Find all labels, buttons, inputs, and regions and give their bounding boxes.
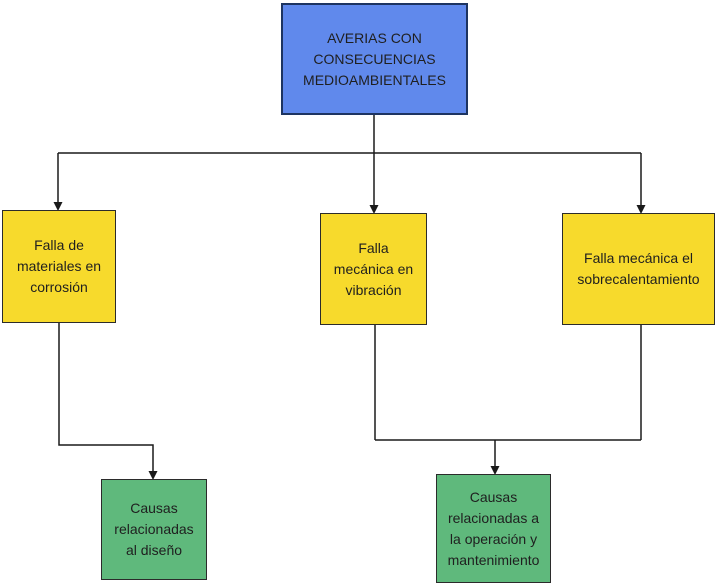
node-falla-vibracion-label: Falla mecánica en vibración [333, 239, 414, 298]
node-causas-diseno-label: Causas relacionadas al diseño [114, 500, 194, 558]
arrowhead-design [148, 471, 158, 480]
arrowhead-operation [490, 466, 500, 475]
node-falla-sobrecalentamiento-label: Falla mecánica el sobrecalentamiento [577, 250, 700, 287]
node-falla-corrosion-label: Falla de materiales en corrosión [16, 237, 102, 295]
edge-corrosion-to-design [58, 320, 154, 471]
node-falla-vibracion: Falla mecánica en vibración [320, 213, 427, 325]
node-causas-diseno: Causas relacionadas al diseño [101, 479, 207, 580]
arrowhead-overheat [636, 205, 646, 214]
node-falla-sobrecalentamiento: Falla mecánica el sobrecalentamiento [562, 213, 715, 325]
arrowhead-vibration [369, 205, 379, 214]
arrowhead-corrosion [53, 202, 63, 211]
node-causas-operacion-label: Causas relacionadas a la operación y man… [447, 488, 540, 568]
node-averias-root: AVERIAS CON CONSECUENCIAS MEDIOAMBIENTAL… [281, 3, 468, 115]
node-averias-root-label: AVERIAS CON CONSECUENCIAS MEDIOAMBIENTAL… [303, 29, 446, 88]
node-falla-corrosion: Falla de materiales en corrosión [2, 210, 116, 323]
node-causas-operacion: Causas relacionadas a la operación y man… [436, 474, 551, 583]
